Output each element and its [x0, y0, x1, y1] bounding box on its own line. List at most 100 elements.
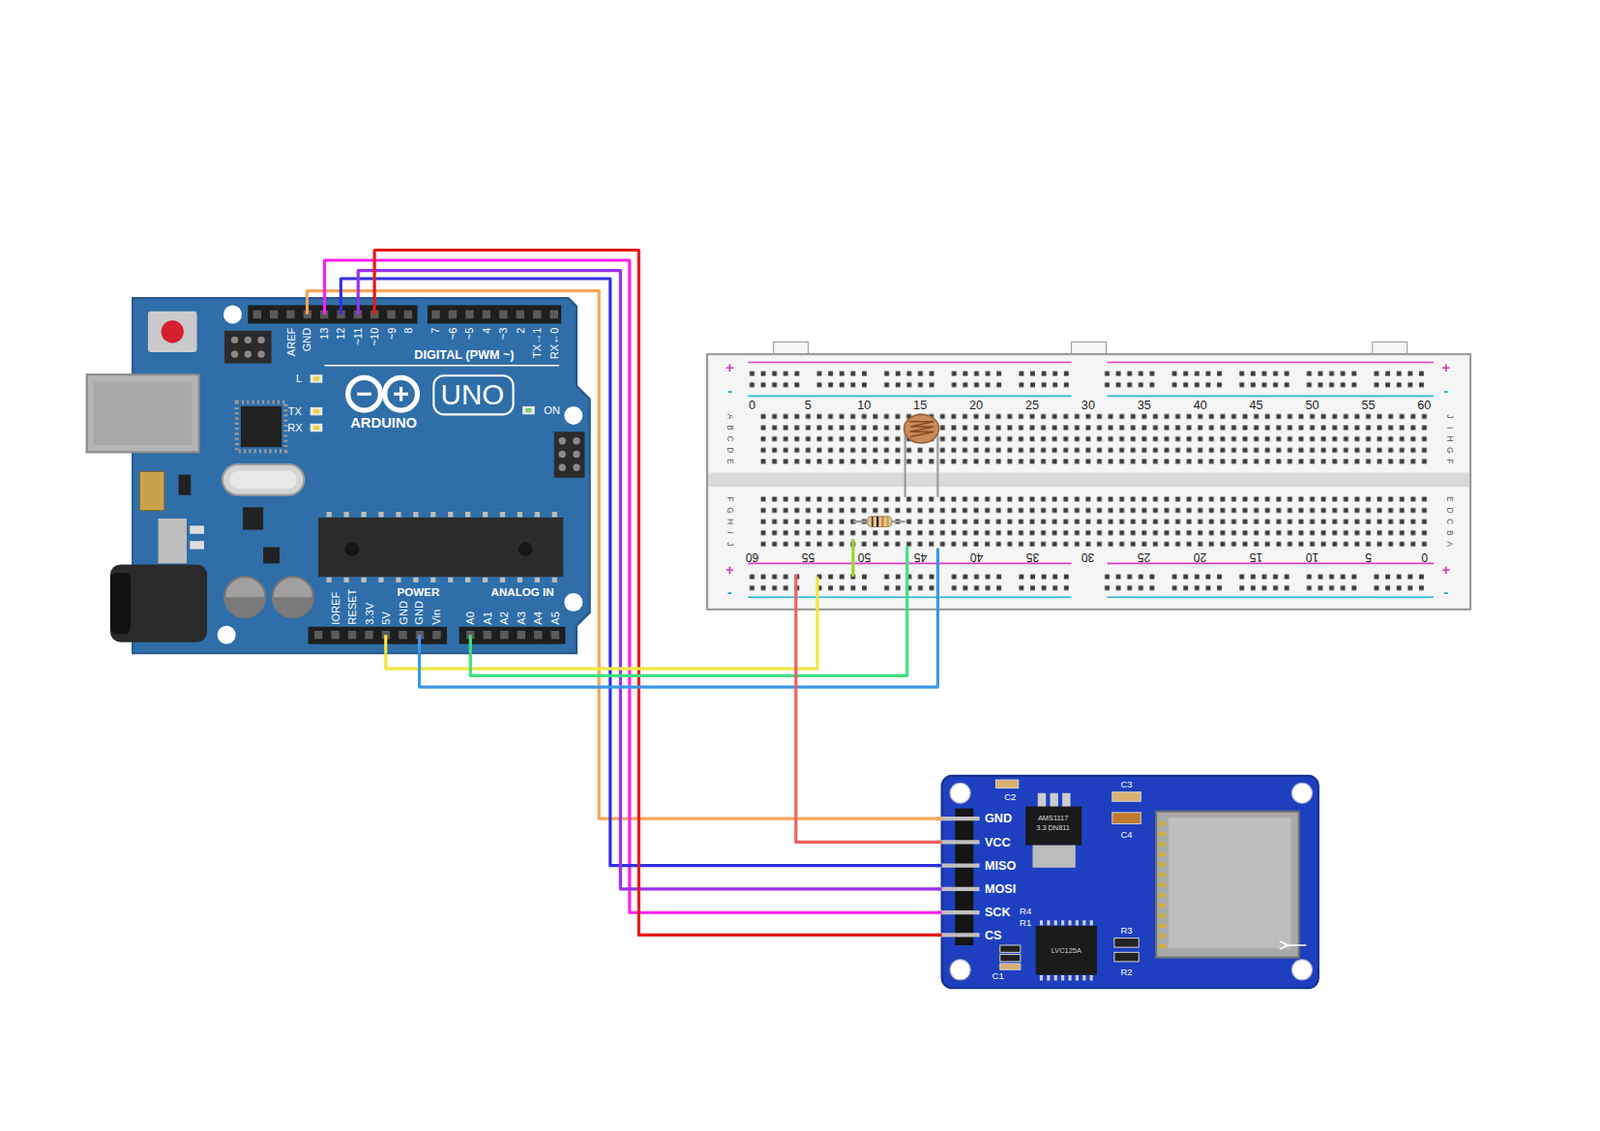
row-letter: I: [725, 532, 734, 534]
crystal: [229, 470, 297, 489]
wire-end: [305, 297, 309, 315]
pin-header: [427, 304, 562, 324]
capacitor: [272, 576, 314, 618]
icsp-header: [559, 437, 566, 445]
arduino-board: AREFGND1312~11~10~987~6~54~32TX→1RX←0DIG…: [132, 297, 591, 653]
pin-label: ~6: [446, 327, 458, 341]
power-jack: [110, 563, 208, 642]
icsp-header: [559, 450, 566, 458]
column-number: 25: [1025, 399, 1039, 413]
pin-label: ~5: [464, 327, 475, 341]
smd-parts: [1112, 812, 1142, 825]
icsp-header: [244, 336, 252, 344]
smd-parts: [189, 525, 205, 534]
breadboard-holes: [757, 493, 1430, 550]
row-letter: F: [725, 496, 734, 502]
arduino-logo: [356, 392, 372, 396]
arduino-logo: [433, 375, 513, 415]
column-number: 5: [804, 399, 812, 413]
reset-button: [148, 311, 198, 353]
column-number: 50: [1304, 399, 1319, 413]
pin-label: 4: [480, 327, 492, 334]
sd-card-module: GNDVCCMISOMOSISCKCSC3C4C2R4R1R3R2C1AMS11…: [942, 775, 1319, 988]
rail-line: [747, 361, 1071, 364]
row-letter: D: [725, 446, 734, 453]
sd-card-slot: [1155, 811, 1306, 958]
pin-label: ~11: [353, 327, 364, 346]
pin-header: [936, 932, 979, 937]
wire-end: [323, 297, 326, 315]
voltage-regulator: [1033, 845, 1076, 868]
wire-end: [384, 634, 387, 653]
pin-label: ~9: [385, 327, 397, 341]
icsp-header: [554, 431, 586, 477]
wire-end: [936, 548, 940, 610]
breadboard-holes: [1101, 570, 1427, 593]
photoresistor: [909, 421, 934, 438]
resistor-symbol: [876, 516, 879, 528]
pin-header: [247, 304, 417, 324]
usb-chip: [237, 402, 287, 452]
microcontroller-chip: [345, 541, 360, 557]
status-led: [310, 423, 324, 432]
mounting-hole: [949, 959, 971, 980]
reset-button: [148, 311, 198, 353]
status-led: [310, 374, 324, 383]
column-number: 60: [1417, 399, 1431, 413]
mounting-hole: [217, 625, 237, 645]
photoresistor: [904, 414, 940, 444]
jumper-wire: [470, 609, 907, 677]
smd-parts: [1000, 945, 1021, 952]
buffer-chip: [1039, 975, 1095, 980]
column-number: 35: [1137, 399, 1152, 413]
column-number: 60: [745, 550, 759, 563]
sd-card-slot: [1168, 817, 1292, 949]
row-letter: A: [725, 414, 734, 420]
jumper-wire: [357, 270, 942, 889]
row-letter: C: [725, 436, 734, 443]
pin-label: A3: [515, 611, 527, 625]
capacitor: [224, 596, 266, 618]
row-letter: D: [1445, 506, 1453, 513]
microcontroller-chip: [518, 541, 534, 557]
pin-label: A0: [465, 611, 476, 625]
arduino-logo: [348, 375, 514, 415]
column-number: 20: [1193, 550, 1207, 563]
mounting-hole: [563, 406, 583, 425]
photoresistor: [936, 433, 939, 497]
row-letter: E: [1445, 496, 1453, 503]
rail-sign: +: [1441, 562, 1451, 577]
row-letter: J: [1445, 414, 1453, 418]
pin-label: GND: [397, 600, 409, 625]
arduino-logo: [399, 386, 403, 402]
pin-label: A4: [533, 611, 544, 625]
sd-module-drawing: [936, 775, 1319, 988]
pin-header: [936, 863, 979, 868]
pin-label: GND: [414, 600, 425, 625]
smd-parts: [263, 547, 280, 564]
jumper-wire: [385, 609, 818, 669]
status-led: [522, 406, 535, 415]
status-led: [313, 376, 320, 381]
header-label: DIGITAL (PWM ~): [414, 349, 514, 362]
module-pin-label: MOSI: [984, 883, 1016, 896]
pin-label: GND: [301, 327, 313, 353]
component-label: C3: [1120, 780, 1132, 790]
row-letter: H: [725, 518, 734, 525]
voltage-regulator: [1025, 805, 1082, 845]
sd-card-slot: [1158, 821, 1165, 949]
pin-label: 8: [402, 327, 414, 334]
chip-marking: 3.3 DN811: [1036, 824, 1070, 831]
pin-header: [253, 310, 415, 319]
column-number: 50: [857, 550, 870, 563]
column-number: 45: [913, 550, 926, 563]
buffer-chip: [1039, 919, 1095, 925]
pin-label: 2: [514, 327, 526, 334]
wire-end: [339, 297, 343, 315]
rail-line: [1107, 395, 1435, 398]
capacitor: [140, 471, 165, 510]
column-number: 15: [913, 399, 927, 413]
pin-label: RX←0: [548, 327, 560, 360]
